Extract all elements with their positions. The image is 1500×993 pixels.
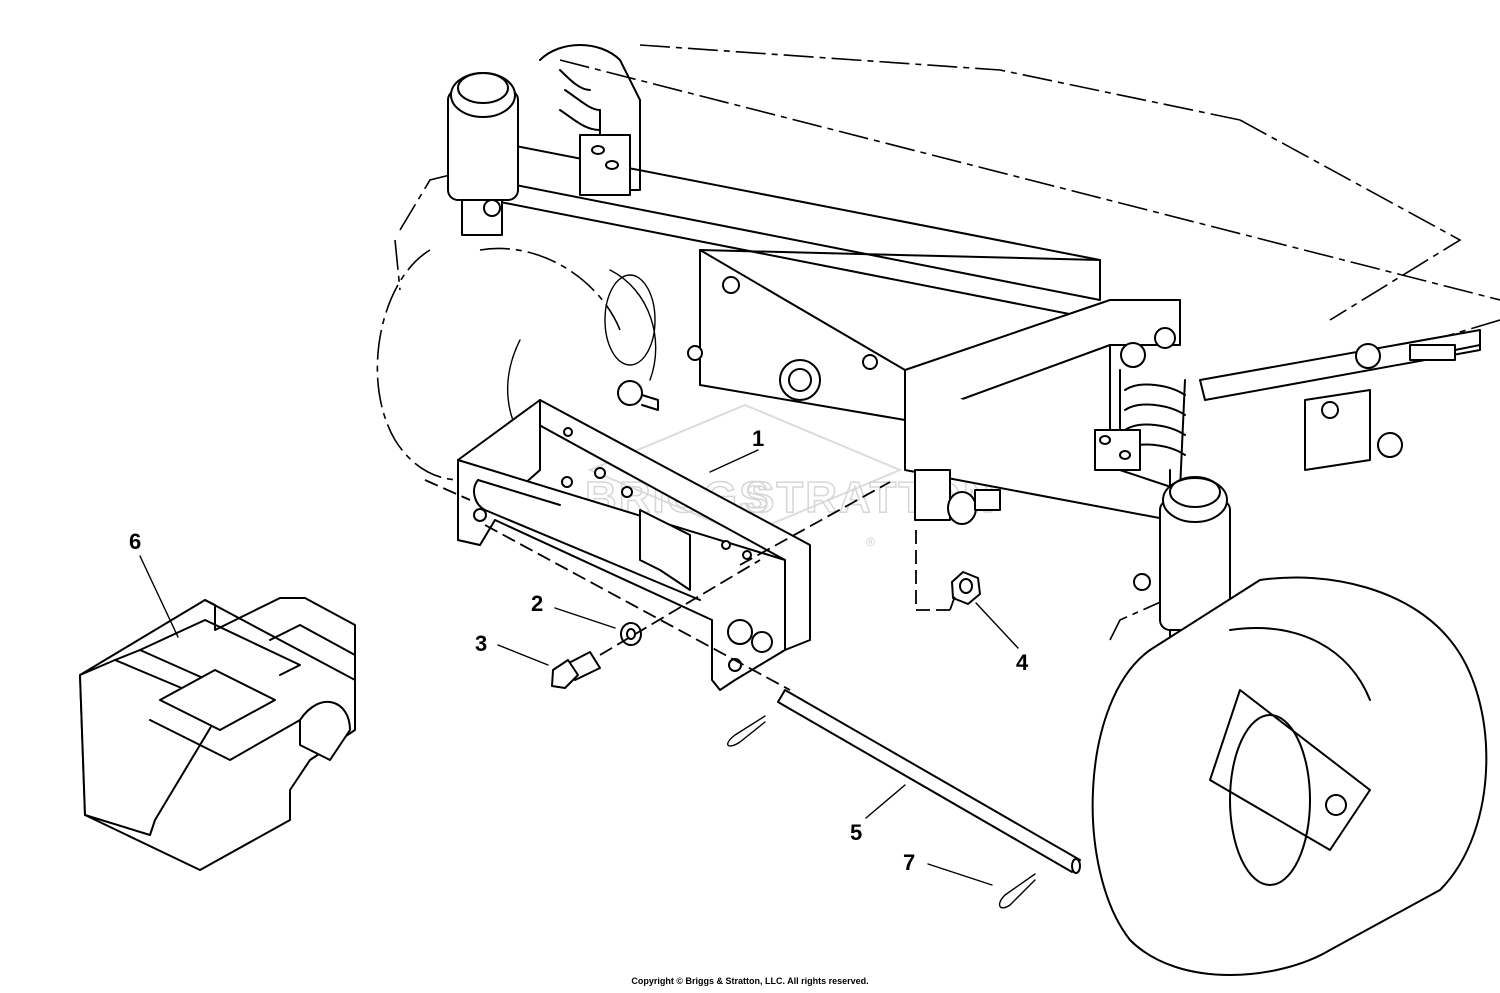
callout-3: 3 <box>475 631 487 656</box>
right-shock-spring <box>1094 327 1186 491</box>
callout-1: 1 <box>752 426 764 451</box>
right-tire <box>1091 576 1488 976</box>
frame-bolts <box>617 276 878 411</box>
part-weight-bracket <box>457 399 811 691</box>
right-linkage <box>1199 329 1481 471</box>
copyright-footer: Copyright © Briggs & Stratton, LLC. All … <box>631 976 869 986</box>
callout-labels: 1 2 3 4 5 6 7 <box>129 426 1029 875</box>
callout-5: 5 <box>850 820 862 845</box>
callout-6: 6 <box>129 529 141 554</box>
callout-2: 2 <box>531 591 543 616</box>
part-rod <box>777 689 1081 874</box>
watermark-registered-mark: ® <box>866 535 875 549</box>
part-hairpin-clip <box>727 715 1036 909</box>
rear-frame-bar <box>484 139 1181 521</box>
left-tire-ghost <box>376 247 657 481</box>
part-bolt <box>551 651 601 689</box>
alignment-lines <box>424 479 956 691</box>
callout-4: 4 <box>1016 650 1029 675</box>
leader-lines <box>139 449 1019 886</box>
left-caster <box>447 44 641 236</box>
right-pivot-bracket <box>914 469 1001 525</box>
callout-7: 7 <box>903 850 915 875</box>
part-counterweight <box>79 597 356 871</box>
part-nut <box>951 571 981 605</box>
